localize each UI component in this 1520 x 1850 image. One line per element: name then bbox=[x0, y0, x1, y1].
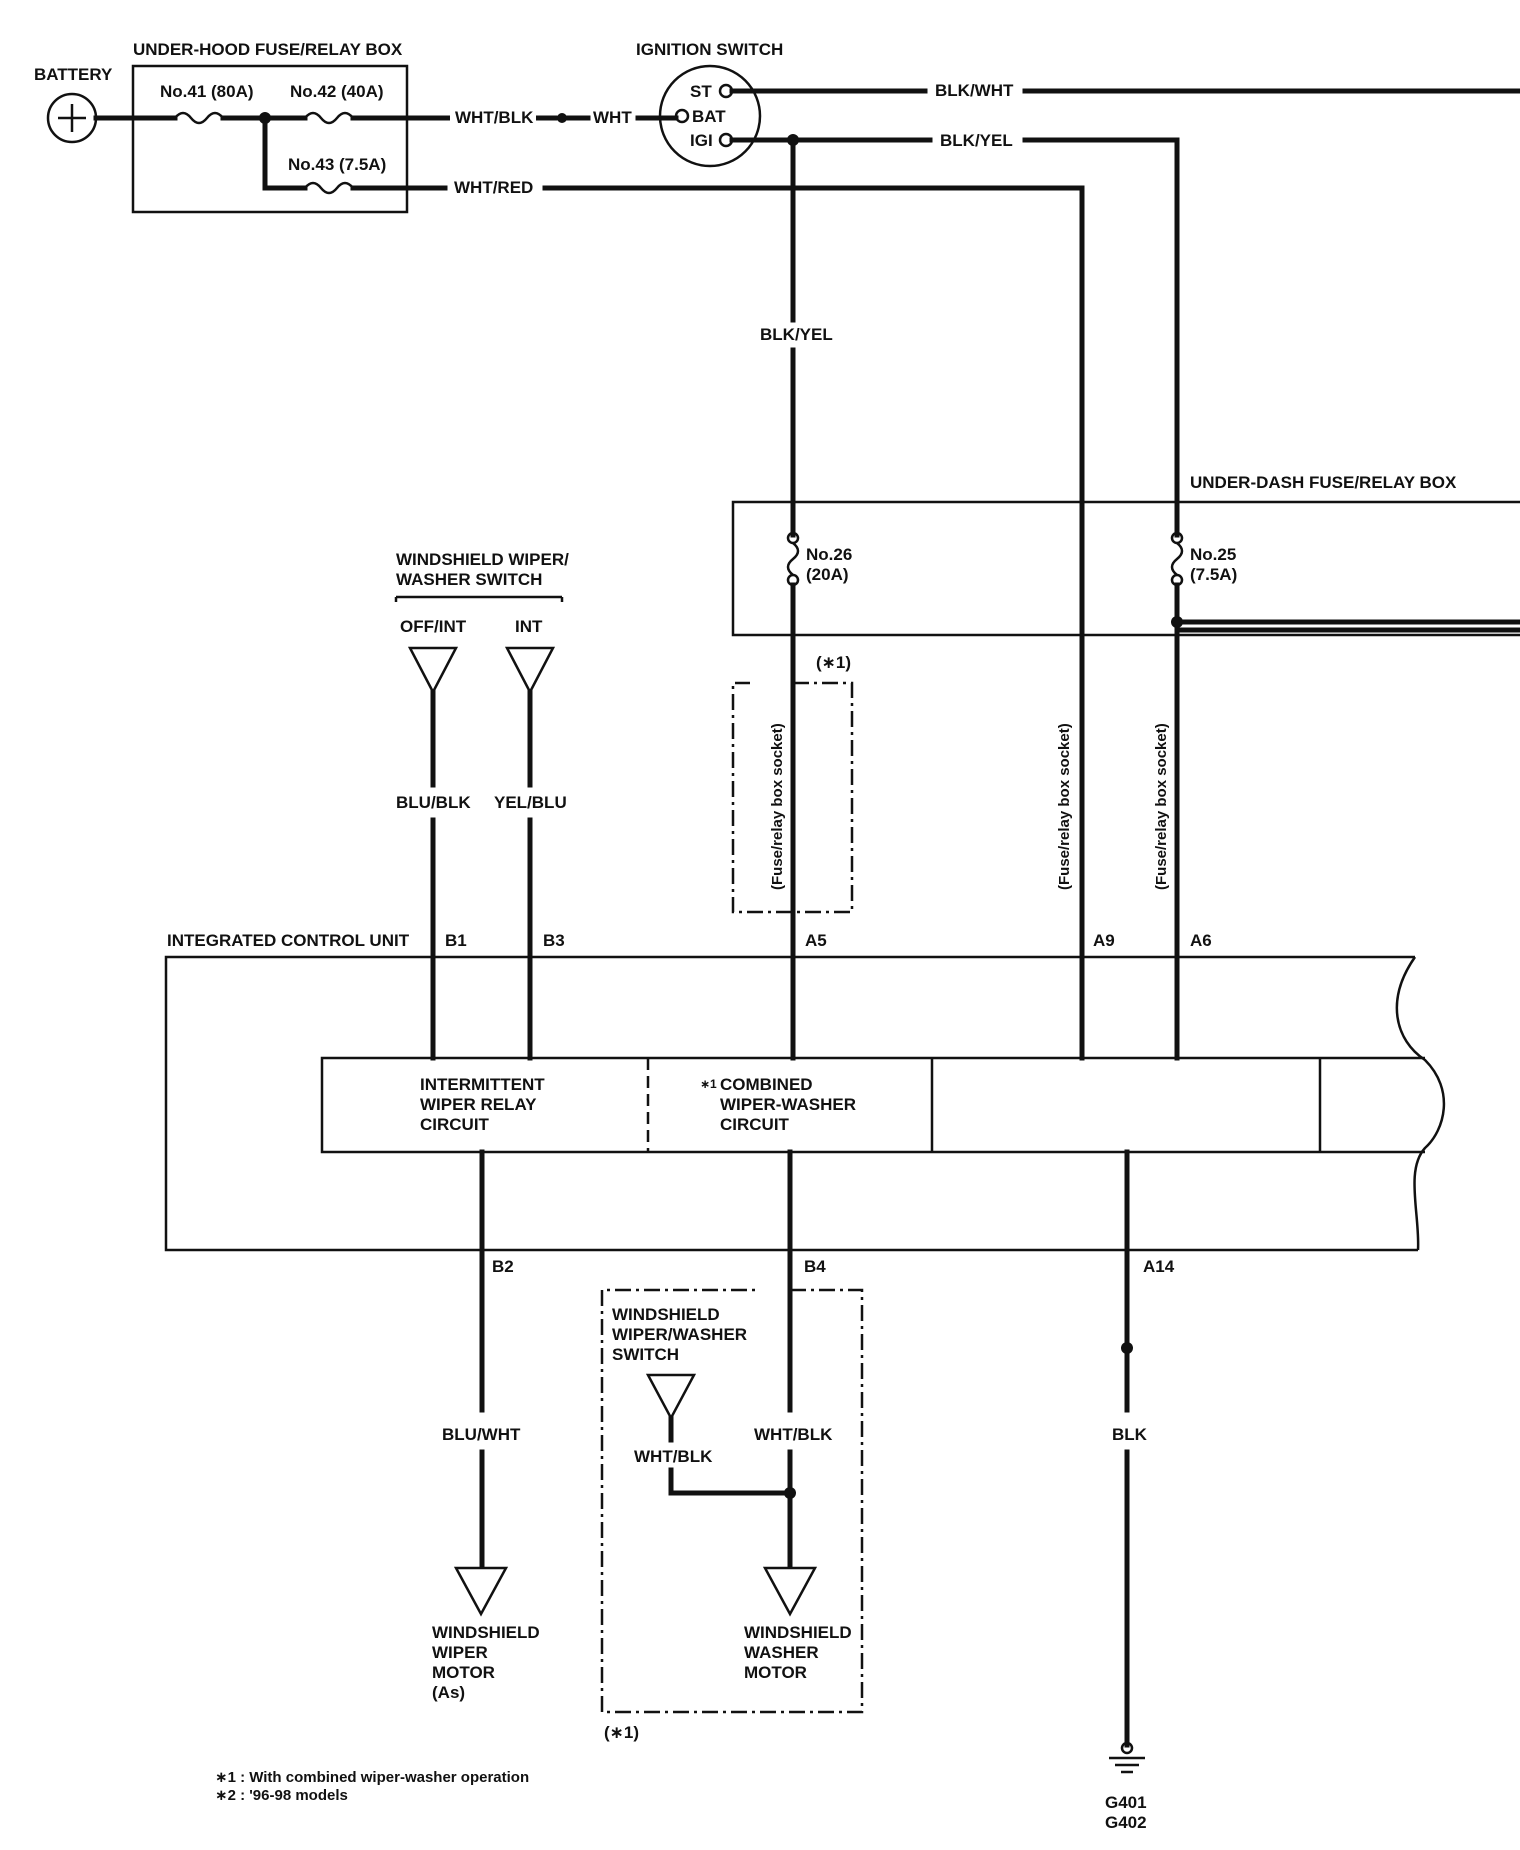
star1-label-bottom: (∗1) bbox=[604, 1723, 639, 1742]
wire-label-blk: BLK bbox=[1112, 1425, 1148, 1444]
wire-label-yel-blu: YEL/BLU bbox=[494, 793, 567, 812]
icu-break-edge bbox=[1395, 956, 1446, 1251]
ground-label-g401: G401 bbox=[1105, 1793, 1147, 1812]
pin-b1: B1 bbox=[445, 931, 467, 950]
ground-label-g402: G402 bbox=[1105, 1813, 1147, 1832]
combined-label-b: WIPER-WASHER bbox=[720, 1095, 856, 1114]
fuse-26-symbol bbox=[786, 542, 800, 576]
fuse-43-label: No.43 (7.5A) bbox=[288, 155, 386, 174]
off-int-connector bbox=[407, 646, 459, 695]
fuse-41-label: No.41 (80A) bbox=[160, 82, 254, 101]
wiper-motor-label-b: WIPER bbox=[432, 1643, 488, 1662]
ignition-switch-label: IGNITION SWITCH bbox=[636, 40, 783, 59]
pin-b3: B3 bbox=[543, 931, 565, 950]
wire-label-wht-blk: WHT/BLK bbox=[455, 108, 534, 127]
fuse-25-label-b: (7.5A) bbox=[1190, 565, 1237, 584]
intermittent-label-a: INTERMITTENT bbox=[420, 1075, 545, 1094]
off-int-label: OFF/INT bbox=[400, 617, 467, 636]
lower-switch-label-a: WINDSHIELD bbox=[612, 1305, 720, 1324]
battery-symbol bbox=[46, 92, 98, 144]
fuse-43-symbol bbox=[304, 181, 354, 195]
combined-label-c: CIRCUIT bbox=[720, 1115, 790, 1134]
footnote-2: ∗2 : '96-98 models bbox=[215, 1787, 348, 1804]
wire-label-blk-wht: BLK/WHT bbox=[935, 81, 1014, 100]
wiper-motor-label-d: (As) bbox=[432, 1683, 465, 1702]
lower-switch-connector bbox=[645, 1373, 697, 1421]
fuse-42-symbol bbox=[304, 111, 354, 125]
ign-st-label: ST bbox=[690, 82, 712, 101]
lower-optional-box bbox=[600, 1288, 864, 1714]
star1-label-top: (∗1) bbox=[816, 653, 851, 672]
underdash-fuse-box bbox=[731, 500, 1520, 637]
washer-motor-connector bbox=[762, 1566, 818, 1617]
pin-a6: A6 bbox=[1190, 931, 1212, 950]
wire-label-blu-blk: BLU/BLK bbox=[396, 793, 471, 812]
wire-label-wht-red: WHT/RED bbox=[454, 178, 533, 197]
int-connector bbox=[504, 646, 556, 695]
socket-label-a9: (Fuse/relay box socket) bbox=[1056, 723, 1073, 890]
washer-motor-label-b: WASHER bbox=[744, 1643, 819, 1662]
wire-label-blk-yel-top: BLK/YEL bbox=[940, 131, 1013, 150]
pin-b2: B2 bbox=[492, 1257, 514, 1276]
combined-star: ∗1 bbox=[700, 1077, 717, 1091]
underdash-box-label: UNDER-DASH FUSE/RELAY BOX bbox=[1190, 473, 1457, 492]
wire-label-wht: WHT bbox=[593, 108, 632, 127]
int-label: INT bbox=[515, 617, 543, 636]
wiper-switch-label-b: WASHER SWITCH bbox=[396, 570, 542, 589]
washer-motor-label-c: MOTOR bbox=[744, 1663, 807, 1682]
wire-label-blu-wht: BLU/WHT bbox=[442, 1425, 521, 1444]
washer-motor-label-a: WINDSHIELD bbox=[744, 1623, 852, 1642]
lower-switch-label-b: WIPER/WASHER bbox=[612, 1325, 747, 1344]
icu-inner-box bbox=[320, 1056, 1425, 1154]
combined-label-a: COMBINED bbox=[720, 1075, 813, 1094]
lower-switch-label-c: SWITCH bbox=[612, 1345, 679, 1364]
intermittent-label-b: WIPER RELAY bbox=[420, 1095, 537, 1114]
pin-a5: A5 bbox=[805, 931, 827, 950]
wiper-switch-label-a: WINDSHIELD WIPER/ bbox=[396, 550, 569, 569]
optional-socket-box bbox=[731, 681, 854, 914]
socket-label-a6: (Fuse/relay box socket) bbox=[1153, 723, 1170, 890]
footnote-1: ∗1 : With combined wiper-washer operatio… bbox=[215, 1769, 529, 1786]
pin-a14: A14 bbox=[1143, 1257, 1175, 1276]
fuse-26-label-b: (20A) bbox=[806, 565, 849, 584]
ign-bat-label: BAT bbox=[692, 107, 726, 126]
wire-label-wht-blk-switch: WHT/BLK bbox=[634, 1447, 713, 1466]
fuse-26-label-a: No.26 bbox=[806, 545, 852, 564]
fuse-25-symbol bbox=[1170, 542, 1184, 576]
fuse-42-label: No.42 (40A) bbox=[290, 82, 384, 101]
intermittent-label-c: CIRCUIT bbox=[420, 1115, 490, 1134]
ground-symbol bbox=[1109, 1741, 1145, 1774]
fuse-41-symbol bbox=[174, 111, 224, 125]
wiper-motor-connector bbox=[453, 1566, 509, 1617]
wiper-motor-label-a: WINDSHIELD bbox=[432, 1623, 540, 1642]
ign-igi-label: IGI bbox=[690, 131, 713, 150]
wiper-motor-label-c: MOTOR bbox=[432, 1663, 495, 1682]
wire-label-blk-yel-mid: BLK/YEL bbox=[760, 325, 833, 344]
underhood-box-label: UNDER-HOOD FUSE/RELAY BOX bbox=[133, 40, 403, 59]
pin-b4: B4 bbox=[804, 1257, 826, 1276]
ignition-switch bbox=[658, 64, 762, 168]
icu-label: INTEGRATED CONTROL UNIT bbox=[167, 931, 410, 950]
pin-a9: A9 bbox=[1093, 931, 1115, 950]
wire-label-wht-blk-b4: WHT/BLK bbox=[754, 1425, 833, 1444]
socket-label-a5: (Fuse/relay box socket) bbox=[769, 723, 786, 890]
battery-label: BATTERY bbox=[34, 65, 113, 84]
fuse-25-label-a: No.25 bbox=[1190, 545, 1236, 564]
